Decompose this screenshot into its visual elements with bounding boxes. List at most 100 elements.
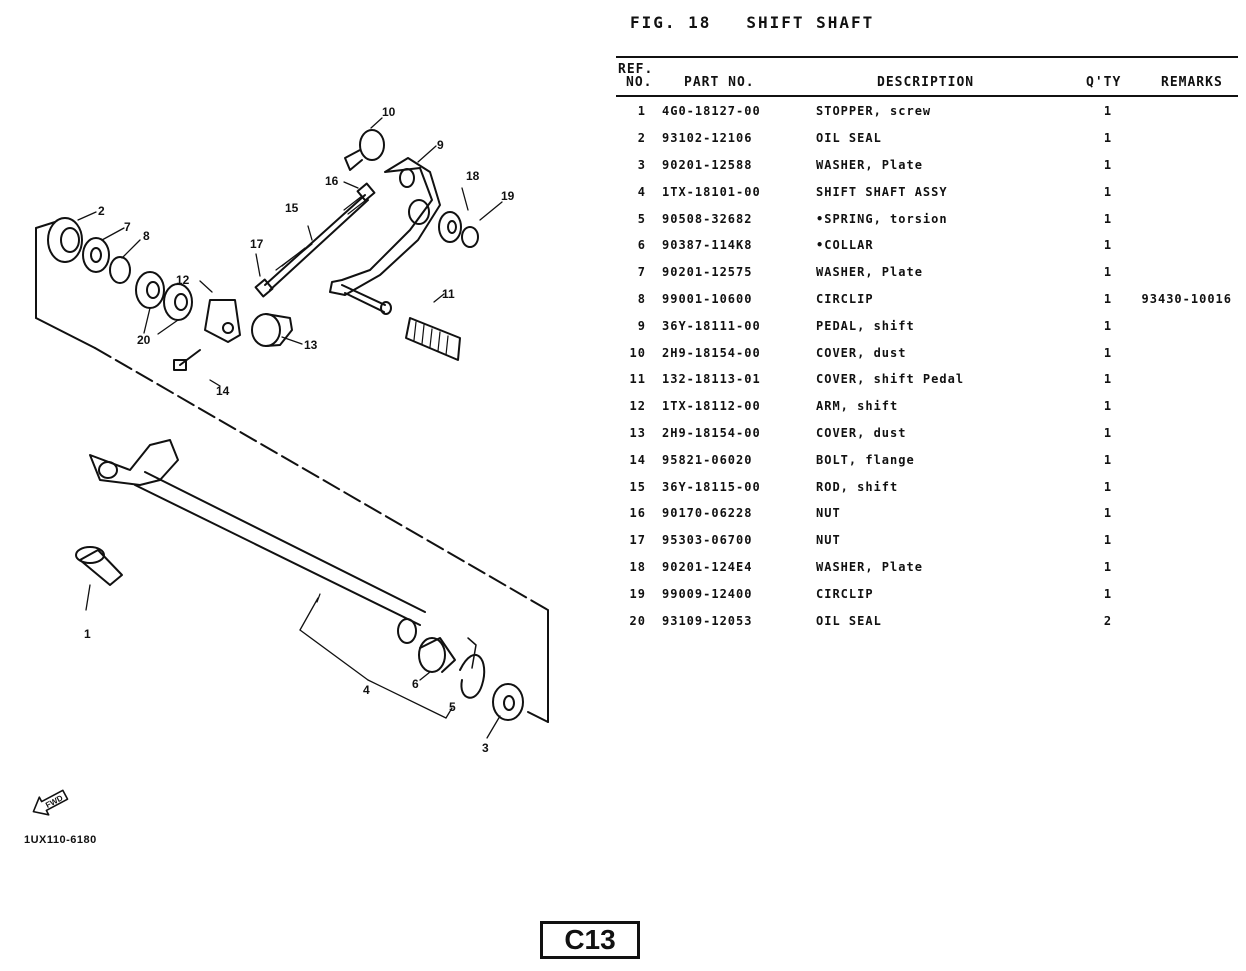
remarks-cell [1140,152,1238,179]
ref-cell: 3 [637,157,646,172]
qty-cell: 1 [1103,238,1113,253]
figure-title: FIG. 18 SHIFT SHAFT [630,13,875,32]
description-cell: PEDAL, shift [816,318,915,333]
callout-4: 4 [363,683,370,697]
description-cell: •COLLAR [816,238,874,253]
qty-cell: 1 [1103,157,1113,172]
remarks-cell [1140,312,1238,339]
part-no-cell: 90201-12588 [662,157,753,172]
remarks-cell [1140,339,1238,366]
remarks-cell [1140,500,1238,527]
part-no-cell: 90201-12575 [662,265,753,280]
description-cell: WASHER, Plate [816,265,923,280]
header-bottom-rule [616,95,1238,97]
ref-cell: 11 [629,372,646,387]
part-no-cell: 36Y-18111-00 [662,318,761,333]
remarks-cell [1140,232,1238,259]
qty-cell: 1 [1103,318,1113,333]
part-no-cell: 36Y-18115-00 [662,479,761,494]
description-cell: BOLT, flange [816,452,915,467]
remarks-cell: 93430-10016 [1141,291,1232,306]
qty-cell: 1 [1103,399,1113,414]
qty-cell: 1 [1103,345,1113,360]
description-cell: WASHER, Plate [816,559,923,574]
frame-lines [35,221,549,723]
callout-6: 6 [412,677,419,691]
remarks-cell [1140,98,1238,125]
table-row: 2 93102-12106 OIL SEAL 1 [616,125,1238,152]
ref-cell: 8 [637,291,646,306]
header-qty: Q'TY [1086,75,1122,90]
description-cell: WASHER, Plate [816,157,923,172]
ref-cell: 19 [629,586,646,601]
callout-7: 7 [124,220,131,234]
remarks-cell [1140,420,1238,447]
callout-numbers: 1 2 3 4 5 6 7 8 9 10 11 12 13 14 15 16 1… [84,105,515,755]
qty-cell: 1 [1103,452,1113,467]
qty-cell: 1 [1103,506,1113,521]
description-cell: NUT [816,506,841,521]
remarks-cell [1140,554,1238,581]
ref-cell: 5 [637,211,646,226]
ref-cell: 2 [637,131,646,146]
ref-cell: 6 [637,238,646,253]
table-row: 12 1TX-18112-00 ARM, shift 1 [616,393,1238,420]
header-description: DESCRIPTION [877,75,975,90]
part-no-cell: 1TX-18112-00 [662,399,761,414]
description-cell: COVER, dust [816,345,907,360]
qty-cell: 1 [1103,586,1113,601]
leader-lines [77,117,503,739]
callout-1: 1 [84,627,91,641]
description-cell: COVER, dust [816,425,907,440]
qty-cell: 1 [1103,131,1113,146]
qty-cell: 1 [1103,265,1113,280]
callout-15: 15 [285,201,299,215]
qty-cell: 1 [1103,559,1113,574]
part-no-cell: 90508-32682 [662,211,753,226]
ref-cell: 4 [637,184,646,199]
ref-cell: 14 [629,452,646,467]
remarks-cell [1140,446,1238,473]
forward-arrow-label: FWD [44,793,65,810]
ref-cell: 12 [629,399,646,414]
part-no-cell: 1TX-18101-00 [662,184,761,199]
qty-cell: 1 [1103,211,1113,226]
callout-20: 20 [137,333,151,347]
part-no-cell: 90201-124E4 [662,559,753,574]
part-no-cell: 99001-10600 [662,291,753,306]
description-cell: ARM, shift [816,399,899,414]
description-cell: CIRCLIP [816,586,874,601]
part-no-cell: 93102-12106 [662,131,753,146]
description-cell: CIRCLIP [816,291,874,306]
callout-9: 9 [437,138,444,152]
callout-13: 13 [304,338,318,352]
qty-cell: 1 [1103,184,1113,199]
part-no-cell: 99009-12400 [662,586,753,601]
remarks-cell [1140,205,1238,232]
callout-5: 5 [449,700,456,714]
description-cell: STOPPER, screw [816,104,932,119]
description-cell: SHIFT SHAFT ASSY [816,184,948,199]
remarks-cell [1140,607,1238,634]
table-row: 5 90508-32682 •SPRING, torsion 1 [616,205,1238,232]
qty-cell: 1 [1103,104,1113,119]
description-cell: NUT [816,533,841,548]
header-remarks: REMARKS [1161,75,1223,90]
description-cell: •SPRING, torsion [816,211,948,226]
callout-2: 2 [98,204,105,218]
ref-cell: 17 [629,533,646,548]
remarks-cell [1140,580,1238,607]
description-cell: OIL SEAL [816,131,882,146]
qty-cell: 2 [1103,613,1113,628]
part-no-cell: 2H9-18154-00 [662,425,761,440]
callout-16: 16 [325,174,339,188]
description-cell: COVER, shift Pedal [816,372,965,387]
